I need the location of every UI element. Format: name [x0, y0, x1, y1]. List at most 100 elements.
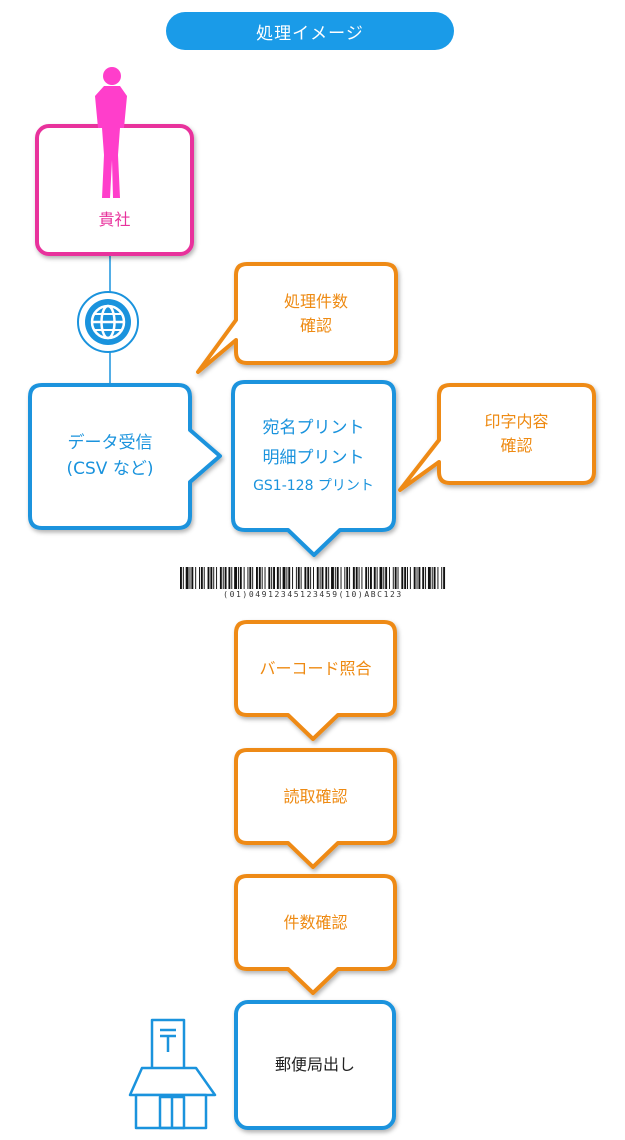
barcode-bar	[394, 567, 397, 589]
mailing-label: 郵便局出し	[236, 1002, 394, 1128]
barcode-bar	[180, 567, 182, 589]
barcode-bar	[189, 567, 191, 589]
barcode-bar	[228, 567, 231, 589]
barcode-bar	[370, 567, 372, 589]
barcode-bar	[271, 567, 273, 589]
barcode-bar	[392, 567, 394, 589]
barcode-bar	[416, 567, 418, 589]
person-icon	[95, 67, 127, 198]
barcode-match-text: バーコード照合	[259, 658, 372, 678]
barcode-bar	[441, 567, 443, 589]
barcode-bar	[295, 567, 297, 589]
barcode-bar	[276, 567, 279, 589]
barcode-bar	[336, 567, 339, 589]
count-check-callout	[196, 262, 398, 374]
barcode-bar	[200, 567, 203, 589]
client-label-text: 貴社	[98, 210, 131, 229]
barcode-bar	[239, 567, 242, 589]
barcode-bar	[185, 567, 189, 589]
content-check-label: 印字内容 確認	[439, 385, 594, 483]
barcode-bar	[385, 567, 388, 589]
barcode-bar	[286, 567, 288, 589]
count-check-line2: 確認	[299, 315, 332, 335]
barcode-bar	[331, 567, 334, 589]
count-confirm-text: 件数確認	[283, 912, 348, 932]
print-line1: 宛名プリント	[262, 417, 365, 438]
barcode-bar	[300, 567, 302, 589]
barcode-bar	[321, 567, 324, 589]
barcode-bar	[222, 567, 224, 589]
barcode-bar	[256, 567, 258, 589]
barcode-bar	[361, 567, 363, 589]
print-box	[231, 380, 396, 557]
client-label: 貴社	[37, 205, 192, 235]
page-title: 処理イメージ	[166, 12, 454, 50]
barcode-bar	[264, 567, 266, 589]
barcode-bar	[316, 567, 319, 589]
barcode-bar	[282, 567, 286, 589]
barcode-bar	[247, 567, 249, 589]
content-check-line1: 印字内容	[484, 412, 549, 431]
barcode-bar	[288, 567, 291, 589]
barcode-bar	[243, 567, 245, 589]
barcode-bar	[261, 567, 263, 589]
count-confirm-box	[234, 874, 397, 995]
count-check-label: 処理件数 確認	[236, 264, 396, 363]
barcode-bar	[422, 567, 425, 589]
barcode-bar	[379, 567, 383, 589]
barcode-bar	[297, 567, 300, 589]
gs1-128-barcode	[180, 567, 446, 589]
barcode-bar	[365, 567, 368, 589]
barcode-bar	[344, 567, 346, 589]
barcode-bar	[310, 567, 312, 589]
barcode-match-label: バーコード照合	[236, 622, 395, 715]
barcode-human-readable: (01)04912345123459(10)ABC123	[223, 590, 403, 599]
barcode-bar	[216, 567, 218, 589]
barcode-bar	[203, 567, 205, 589]
barcode-bar	[413, 567, 416, 589]
barcode-bar	[252, 567, 254, 589]
barcode-bar	[191, 567, 194, 589]
mailing-box	[234, 1000, 396, 1130]
barcode-bar	[328, 567, 330, 589]
barcode-bar	[237, 567, 239, 589]
barcode-bar	[304, 567, 307, 589]
barcode-bar	[199, 567, 200, 589]
barcode-bar	[213, 567, 215, 589]
barcode-bar	[219, 567, 222, 589]
barcode-bar	[427, 567, 431, 589]
globe-icon	[77, 291, 139, 353]
barcode-bar	[268, 567, 271, 589]
barcode-bar	[376, 567, 378, 589]
mailing-text: 郵便局出し	[274, 1055, 355, 1074]
post-office-icon	[128, 1018, 217, 1130]
barcode-bar	[340, 567, 342, 589]
barcode-bar	[273, 567, 275, 589]
data-receive-box	[28, 383, 222, 530]
content-check-callout	[398, 383, 596, 492]
data-receive-line2: (CSV など)	[66, 458, 154, 479]
barcode-bar	[313, 567, 314, 589]
barcode-bar	[425, 567, 427, 589]
barcode-bar	[210, 567, 213, 589]
barcode-bar	[389, 567, 390, 589]
read-check-text: 読取確認	[283, 786, 348, 806]
barcode-bar	[418, 567, 421, 589]
barcode-bar	[433, 567, 436, 589]
barcode-bar	[373, 567, 376, 589]
barcode-bar	[307, 567, 310, 589]
data-receive-label: データ受信 (CSV など)	[30, 385, 190, 528]
barcode-bar	[234, 567, 237, 589]
barcode-bar	[319, 567, 321, 589]
barcode-bar	[279, 567, 281, 589]
print-line3: GS1-128 プリント	[253, 478, 374, 494]
barcode-bar	[258, 567, 261, 589]
barcode-bar	[443, 567, 446, 589]
barcode-bar	[407, 567, 408, 589]
print-line2: 明細プリント	[262, 448, 365, 469]
barcode-bar	[355, 567, 358, 589]
barcode-bar	[431, 567, 433, 589]
barcode-bar	[346, 567, 349, 589]
barcode-bar	[358, 567, 360, 589]
